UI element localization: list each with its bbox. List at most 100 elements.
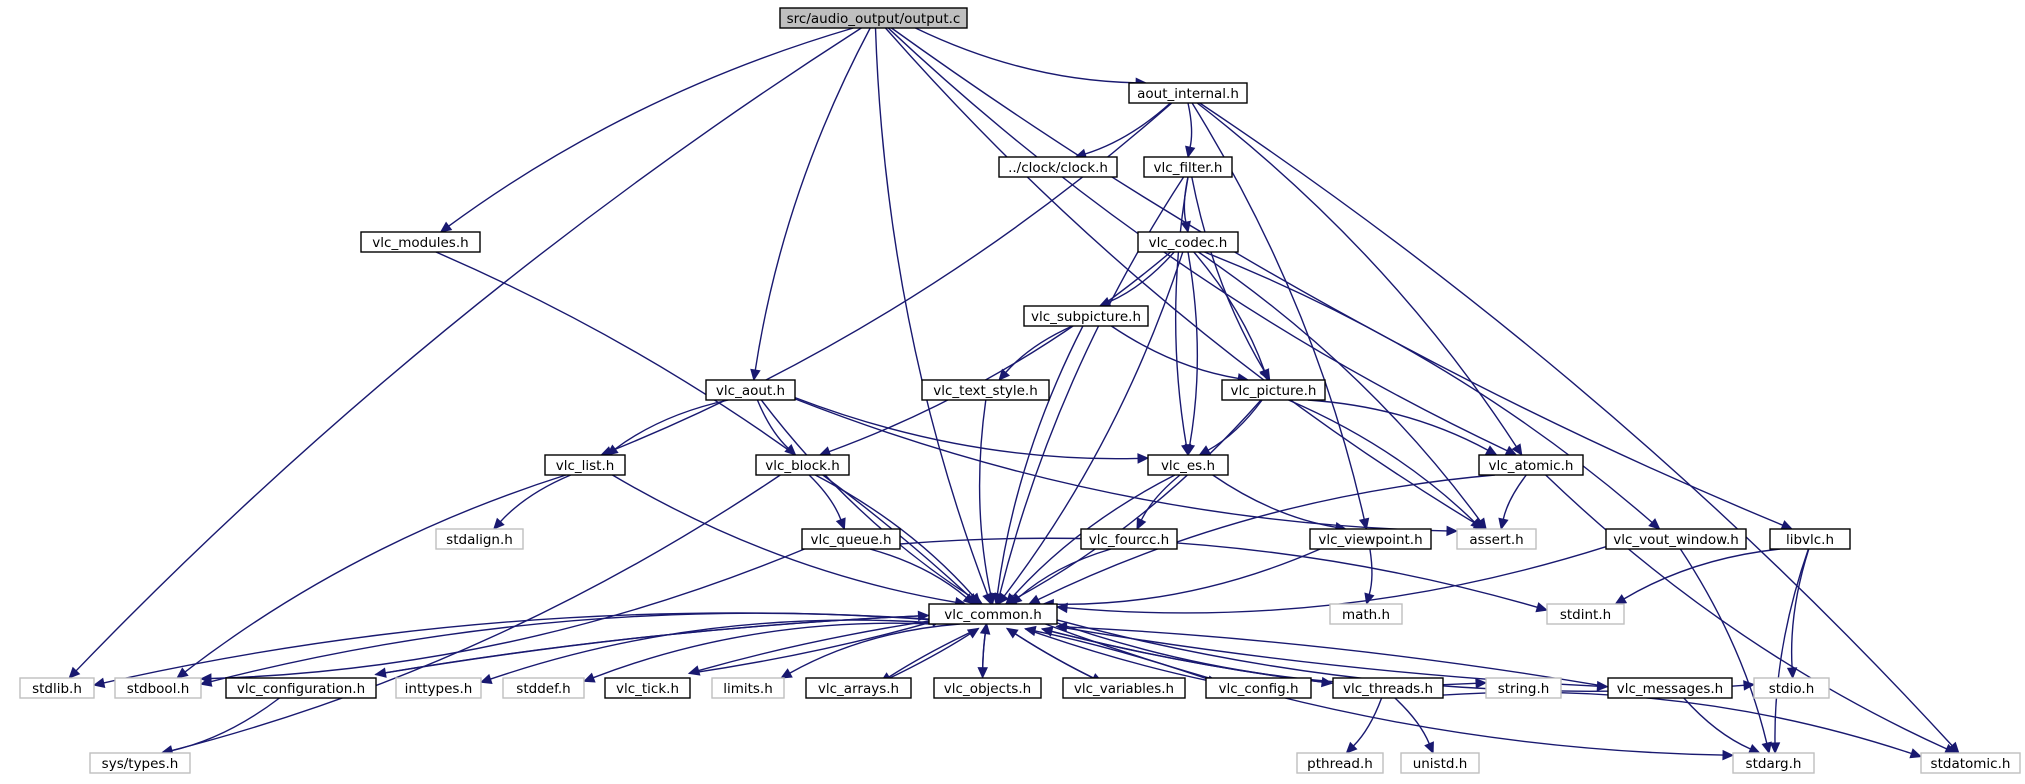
edge-vlc_common-to-stddef [582,622,933,683]
edge-aout_internal-to-clock [1074,102,1171,159]
node-vlc_common[interactable]: vlc_common.h [928,603,1058,625]
node-label: math.h [1342,607,1390,623]
arrowhead-icon [917,610,930,622]
edge-vlc_threads-to-stdatomic [1442,691,1923,759]
node-label: pthread.h [1307,756,1373,772]
node-label: vlc_atomic.h [1489,458,1574,474]
arrowhead-icon [439,221,453,233]
arrowhead-icon [979,622,991,635]
node-label: vlc_configuration.h [237,681,365,697]
node-libvlc[interactable]: libvlc.h [1769,528,1851,550]
node-label: vlc_arrays.h [818,681,899,697]
arrowhead-icon [1648,518,1661,530]
arrowhead-icon [1364,592,1375,606]
node-box [1205,677,1312,699]
arrowhead-icon [969,592,981,605]
node-vlc_fourcc[interactable]: vlc_fourcc.h [1080,528,1178,550]
edge-vlc_vout_window-to-stdarg [1679,548,1772,755]
node-vlc_text_style[interactable]: vlc_text_style.h [921,379,1050,401]
node-label: vlc_filter.h [1154,160,1223,176]
node-vlc_vout_window[interactable]: vlc_vout_window.h [1605,528,1747,550]
edge-vlc_queue-to-stdint [899,537,1549,613]
node-box [502,677,585,699]
arrowhead-icon [985,592,996,606]
edge-output_c-to-vlc_modules [439,27,854,233]
edge-vlc_aout-to-vlc_es [794,396,1150,464]
node-box [1456,528,1537,550]
node-label: vlc_fourcc.h [1089,532,1169,548]
node-aout_internal[interactable]: aout_internal.h [1128,82,1248,104]
node-vlc_variables[interactable]: vlc_variables.h [1062,677,1186,699]
node-output_c[interactable]: src/audio_output/output.c [779,7,968,29]
node-vlc_codec[interactable]: vlc_codec.h [1137,231,1239,253]
node-vlc_atomic[interactable]: vlc_atomic.h [1478,454,1584,476]
node-assert: assert.h [1456,528,1537,550]
arrowhead-icon [492,517,505,530]
node-vlc_tick[interactable]: vlc_tick.h [604,677,691,699]
arrowhead-icon [1424,741,1434,755]
arrowhead-icon [1259,368,1270,382]
node-box [1128,82,1248,104]
edge-vlc_codec-to-vlc_es [1184,251,1199,457]
node-vlc_block[interactable]: vlc_block.h [755,454,850,476]
arrowhead-icon [176,667,189,679]
edge-vlc_picture-to-vlc_common [1004,399,1262,605]
node-vlc_list[interactable]: vlc_list.h [544,454,626,476]
node-vlc_configuration[interactable]: vlc_configuration.h [225,677,377,699]
node-limits: limits.h [711,677,785,699]
arrowhead-icon [1055,621,1068,633]
node-vlc_threads[interactable]: vlc_threads.h [1332,677,1444,699]
node-box [1147,454,1229,476]
node-label: vlc_common.h [944,607,1042,623]
edge-vlc_viewpoint-to-math [1364,548,1375,606]
edge-vlc_picture-to-vlc_es [1198,399,1263,456]
arrowhead-icon [68,666,81,679]
node-vlc_config[interactable]: vlc_config.h [1205,677,1312,699]
arrowhead-icon [784,443,797,456]
arrowhead-icon [1747,743,1761,754]
node-label: vlc_vout_window.h [1613,532,1739,548]
edge-vlc_common-to-stdbool [199,612,930,687]
node-stdalign: stdalign.h [435,528,524,550]
node-clock[interactable]: ../clock/clock.h [998,156,1118,178]
arrowhead-icon [1098,296,1112,307]
arrowhead-icon [1137,453,1150,464]
edge-vlc_aout-to-vlc_common [760,399,984,605]
node-vlc_modules[interactable]: vlc_modules.h [360,231,481,253]
arrowhead-icon [966,627,980,639]
node-label: vlc_es.h [1161,458,1215,474]
edge-vlc_common-to-vlc_variables [1006,627,1104,683]
node-box [1329,603,1403,625]
node-label: stddef.h [516,681,570,697]
node-vlc_subpicture[interactable]: vlc_subpicture.h [1023,305,1149,327]
node-box [998,156,1118,178]
node-label: vlc_text_style.h [933,383,1038,399]
edge-aout_internal-to-vlc_filter [1185,102,1196,159]
node-vlc_es[interactable]: vlc_es.h [1147,454,1229,476]
node-vlc_aout[interactable]: vlc_aout.h [705,379,796,401]
arrowhead-icon [780,668,793,679]
node-stddef: stddef.h [502,677,585,699]
edge-vlc_common-to-inttypes [479,619,930,684]
edge-vlc_atomic-to-assert [1498,474,1527,531]
arrowhead-icon [1470,517,1483,530]
edge-vlc_common-to-limits [780,623,960,679]
node-vlc_picture[interactable]: vlc_picture.h [1221,379,1326,401]
node-label: unistd.h [1413,756,1468,772]
arrowhead-icon [1484,445,1498,456]
arrowhead-icon [750,368,761,382]
node-vlc_messages[interactable]: vlc_messages.h [1607,677,1733,699]
node-vlc_queue[interactable]: vlc_queue.h [801,528,901,550]
node-label: vlc_tick.h [616,681,679,697]
node-vlc_filter[interactable]: vlc_filter.h [1143,156,1233,178]
arrowhead-icon [992,592,1003,606]
arrowhead-icon [1909,748,1923,759]
arrowhead-icon [1475,517,1487,530]
node-vlc_objects[interactable]: vlc_objects.h [933,677,1042,699]
node-vlc_viewpoint[interactable]: vlc_viewpoint.h [1309,528,1432,550]
node-vlc_arrays[interactable]: vlc_arrays.h [805,677,912,699]
node-box [1137,231,1239,253]
node-label: vlc_aout.h [716,383,785,399]
node-box [805,677,912,699]
node-box [1607,677,1733,699]
